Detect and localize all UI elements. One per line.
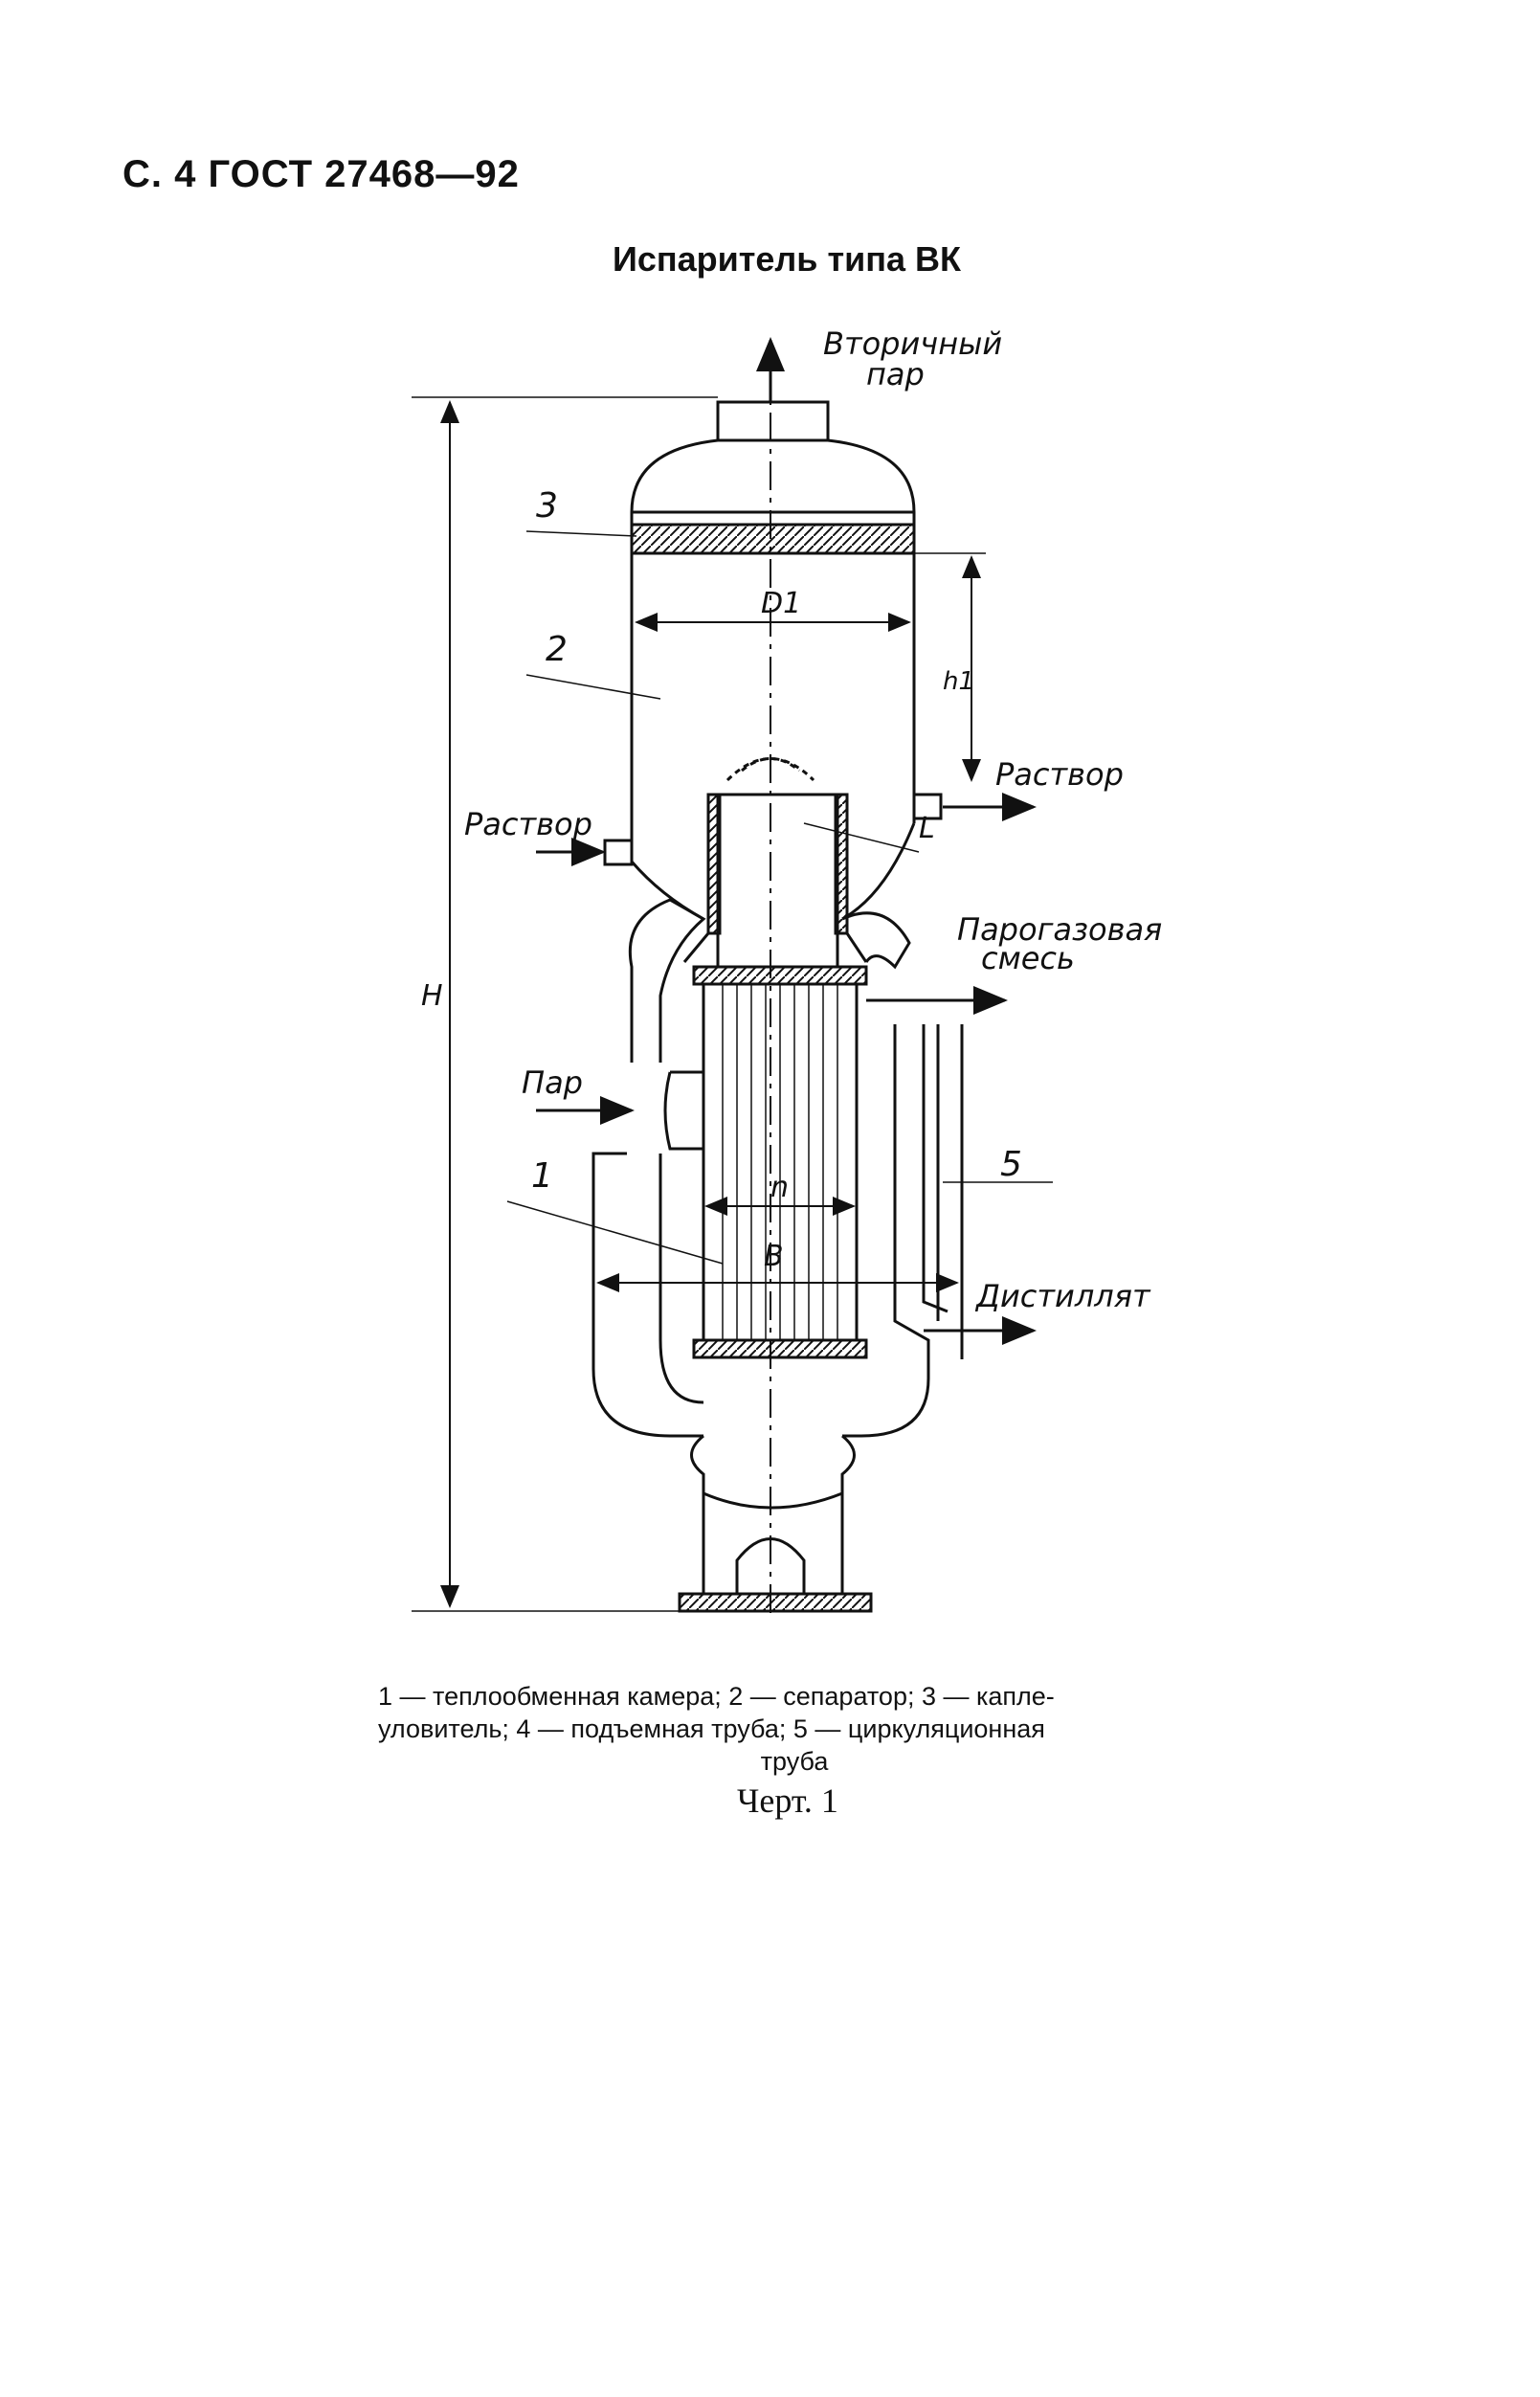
droplet-catcher (630, 523, 916, 555)
legend-line-2: уловитель; 4 — подъемная труба; 5 — цирк… (378, 1714, 1045, 1743)
label-gas-mix-2: смесь (981, 940, 1075, 976)
label-secondary-steam-1: Вторичный (823, 325, 1002, 362)
riser-pipe (716, 793, 839, 969)
label-solution-out: Раствор (995, 756, 1124, 793)
label-num-1: 1 (531, 1156, 553, 1196)
label-solution-in: Раствор (464, 806, 592, 842)
page-header: С. 4 ГОСТ 27468—92 (123, 153, 520, 195)
figure-legend: 1 — теплообменная камера; 2 — сепаратор;… (378, 1680, 1211, 1778)
label-dim-h1: h1 (943, 667, 974, 696)
legend-line-1: 1 — теплообменная камера; 2 — сепаратор;… (378, 1682, 1055, 1711)
label-dim-H: H (421, 979, 443, 1013)
label-dim-B: B (764, 1240, 784, 1273)
label-dim-D1: D1 (761, 587, 801, 620)
label-num-3: 3 (536, 486, 558, 526)
label-steam: Пар (522, 1064, 583, 1101)
figure-title: Испаритель типа ВК (613, 239, 961, 279)
label-dim-L: L (919, 812, 935, 845)
label-num-5: 5 (1000, 1145, 1022, 1184)
label-secondary-steam-2: пар (866, 356, 925, 392)
figure-caption: Черт. 1 (737, 1781, 838, 1820)
label-num-2: 2 (546, 630, 568, 669)
legend-line-3: труба (760, 1747, 829, 1776)
label-dim-n: n (770, 1171, 789, 1204)
label-distillate: Дистиллят (974, 1278, 1151, 1314)
label-gas-mix-1: Парогазовая (957, 911, 1162, 948)
